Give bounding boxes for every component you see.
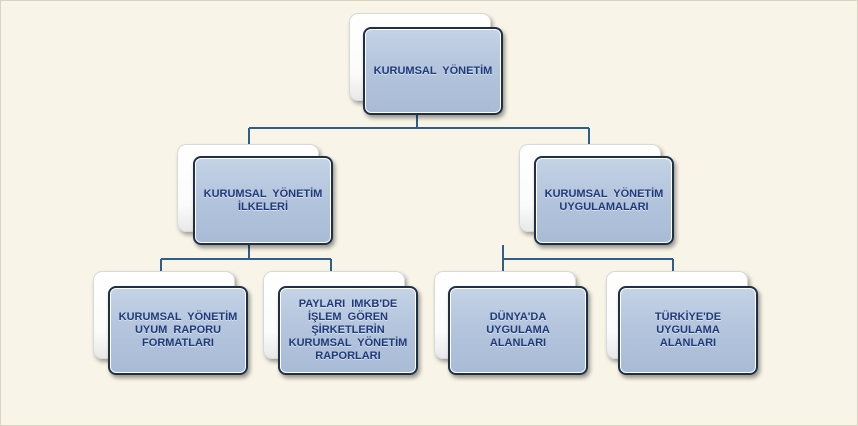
node-applications[interactable]: KURUMSAL YÖNETİM UYGULAMALARI <box>534 156 674 245</box>
node-world-applications[interactable]: DÜNYA'DA UYGULAMA ALANLARI <box>448 286 588 375</box>
node-turkey-applications[interactable]: TÜRKİYE'DE UYGULAMA ALANLARI <box>618 286 758 375</box>
node-compliance-formats[interactable]: KURUMSAL YÖNETİM UYUM RAPORU FORMATLARI <box>108 286 248 375</box>
node-root[interactable]: KURUMSAL YÖNETİM <box>363 27 503 115</box>
node-compliance-formats-label: KURUMSAL YÖNETİM UYUM RAPORU FORMATLARI <box>118 311 238 349</box>
node-turkey-applications-label: TÜRKİYE'DE UYGULAMA ALANLARI <box>654 311 722 349</box>
node-world-applications-label: DÜNYA'DA UYGULAMA ALANLARI <box>486 311 550 349</box>
node-principles-label: KURUMSAL YÖNETİM İLKELERİ <box>203 187 323 213</box>
node-root-label: KURUMSAL YÖNETİM <box>373 64 493 77</box>
node-principles[interactable]: KURUMSAL YÖNETİM İLKELERİ <box>193 156 333 245</box>
node-imkb-reports-label: PAYLARI IMKB'DE İŞLEM GÖREN ŞİRKETLERİN … <box>288 298 408 362</box>
node-imkb-reports[interactable]: PAYLARI IMKB'DE İŞLEM GÖREN ŞİRKETLERİN … <box>278 286 418 375</box>
node-applications-label: KURUMSAL YÖNETİM UYGULAMALARI <box>544 187 664 213</box>
